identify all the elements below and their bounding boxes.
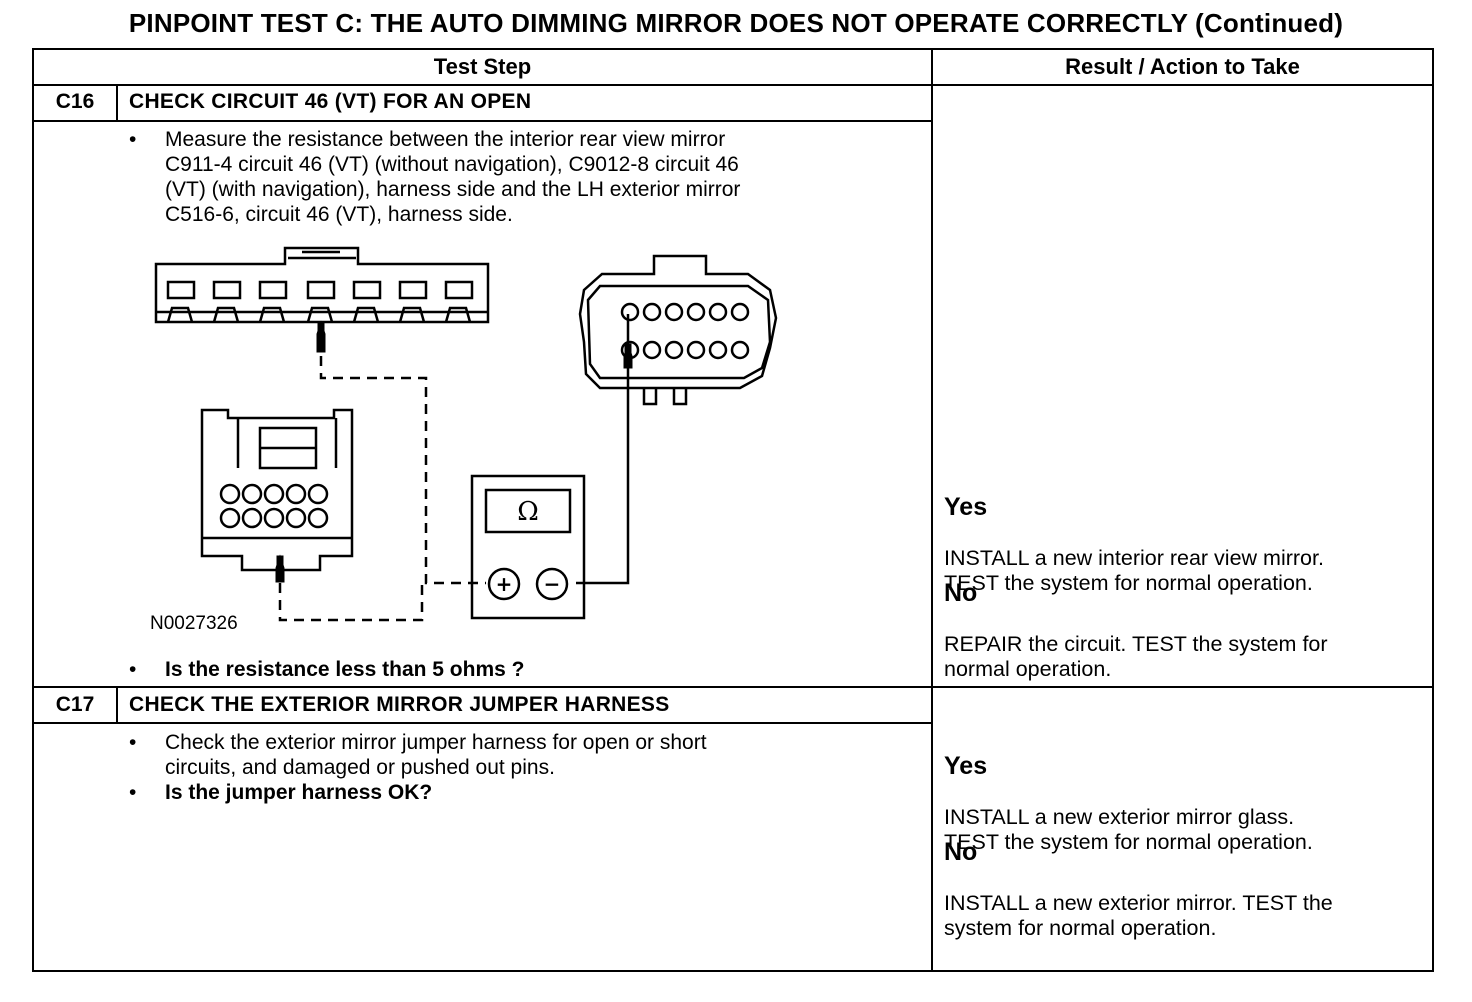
connector-c911-icon xyxy=(154,246,490,324)
connector-c9012-icon xyxy=(578,254,778,406)
ohmmeter-icon xyxy=(470,474,586,620)
step-title-c17: CHECK THE EXTERIOR MIRROR JUMPER HARNESS xyxy=(129,693,670,716)
meter-plus-label: + xyxy=(496,572,513,596)
yes-action: INSTALL a new interior rear view mirror.… xyxy=(944,546,1324,595)
bullet: • xyxy=(129,128,137,151)
no-action: INSTALL a new exterior mirror. TEST the … xyxy=(944,891,1333,940)
c17-instruction-text: Check the exterior mirror jumper harness… xyxy=(165,731,707,779)
page-title: PINPOINT TEST C: THE AUTO DIMMING MIRROR… xyxy=(128,8,1344,38)
connector-c516-icon xyxy=(200,408,354,572)
yes-label: Yes xyxy=(944,493,988,521)
column-divider xyxy=(931,48,933,972)
header-divider xyxy=(32,84,1434,86)
yes-label: Yes xyxy=(944,752,988,780)
c17-title-divider xyxy=(32,722,932,724)
figure-id: N0027326 xyxy=(150,613,238,634)
bullet: • xyxy=(129,731,137,754)
no-label: No xyxy=(944,838,978,866)
c16-title-divider xyxy=(32,120,932,122)
step-title-c16: CHECK CIRCUIT 46 (VT) FOR AN OPEN xyxy=(129,90,532,113)
c17-result-yes: Yes INSTALL a new exterior mirror glass.… xyxy=(944,727,1424,880)
step-divider xyxy=(32,686,1434,688)
header-test-step: Test Step xyxy=(433,54,532,79)
c16-result-yes: Yes INSTALL a new interior rear view mir… xyxy=(944,468,1424,621)
no-label: No xyxy=(944,579,978,607)
c17-question-text: Is the jumper harness OK? xyxy=(165,781,433,804)
c17-id-divider xyxy=(116,686,118,724)
bullet: • xyxy=(129,781,137,804)
meter-minus-label: − xyxy=(544,572,561,596)
c16-id-divider xyxy=(116,84,118,122)
pinpoint-table xyxy=(32,48,1434,972)
c16-instruction-text: Measure the resistance between the inter… xyxy=(165,128,741,226)
ohm-symbol: Ω xyxy=(517,497,539,527)
c16-wiring-diagram: Ω + − xyxy=(154,246,778,622)
c16-result-no: No REPAIR the circuit. TEST the system f… xyxy=(944,554,1424,707)
c16-question-text: Is the resistance less than 5 ohms ? xyxy=(165,658,525,681)
no-action: REPAIR the circuit. TEST the system for … xyxy=(944,632,1328,681)
yes-action: INSTALL a new exterior mirror glass. TES… xyxy=(944,805,1313,854)
header-result: Result / Action to Take xyxy=(1065,54,1300,79)
bullet: • xyxy=(129,658,137,681)
step-id-c16: C16 xyxy=(55,90,95,113)
c17-result-no: No INSTALL a new exterior mirror. TEST t… xyxy=(944,813,1424,966)
step-id-c17: C17 xyxy=(55,693,95,716)
